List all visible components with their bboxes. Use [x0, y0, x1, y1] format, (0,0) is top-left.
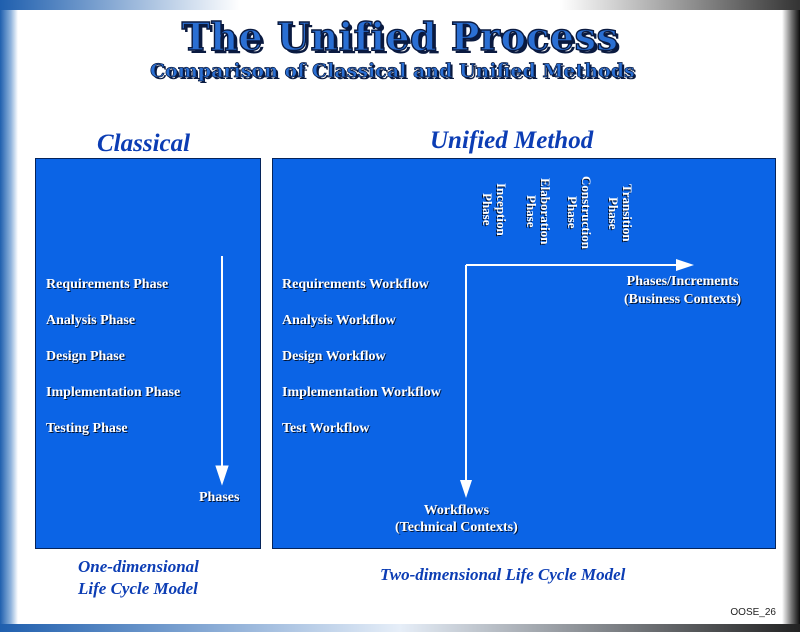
left-gradient-border: [0, 0, 18, 632]
slide-subtitle: Comparison of Classical and Unified Meth…: [150, 60, 635, 83]
right-gradient-border: [782, 0, 800, 632]
unified-workflow-requirements: Requirements Workflow: [282, 277, 429, 292]
classical-phase-implementation: Implementation Phase: [46, 385, 181, 400]
classical-phase-requirements: Requirements Phase: [46, 277, 169, 292]
classical-phase-analysis: Analysis Phase: [46, 313, 136, 328]
classical-heading: Classical: [97, 130, 191, 157]
classical-panel: [35, 158, 261, 549]
unified-down-arrow: [460, 265, 472, 498]
unified-heading: Unified Method: [430, 127, 594, 154]
unified-right-arrow: [466, 259, 694, 271]
unified-caption: Two-dimensional Life Cycle Model: [380, 565, 626, 584]
classical-phase-design: Design Phase: [46, 349, 125, 364]
unified-workflow-analysis: Analysis Workflow: [282, 313, 396, 328]
classical-down-arrow: [215, 256, 229, 486]
slide-title: The Unified Process: [181, 13, 619, 59]
horizontal-axis-label: Phases/Increments(Business Contexts): [624, 274, 742, 307]
unified-workflow-implementation: Implementation Workflow: [282, 385, 441, 400]
unified-workflow-design: Design Workflow: [282, 349, 386, 364]
unified-panel: [272, 158, 776, 549]
classical-phase-testing: Testing Phase: [46, 421, 128, 436]
bottom-gradient-border: [0, 624, 800, 632]
vertical-axis-label: Workflows(Technical Contexts): [395, 503, 518, 535]
slide-id: OOSE_26: [730, 607, 776, 618]
unified-workflow-test: Test Workflow: [282, 421, 370, 436]
classical-axis-label: Phases: [199, 490, 240, 505]
top-gradient-border: [0, 0, 800, 10]
